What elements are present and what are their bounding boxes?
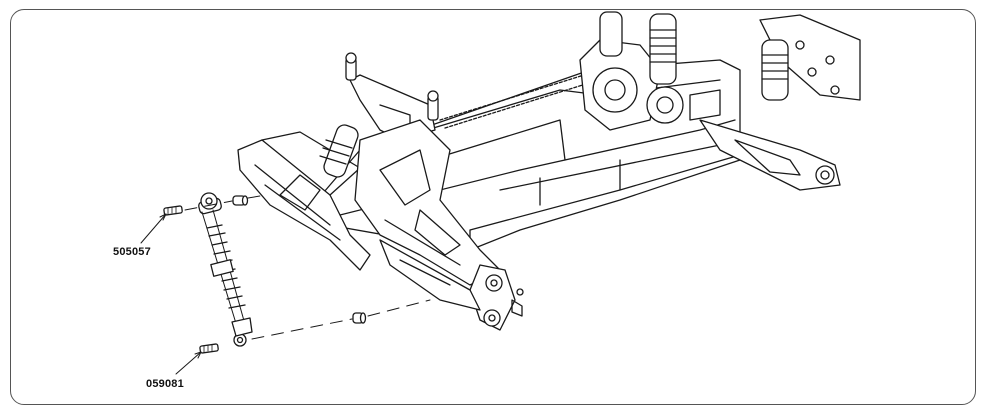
upper-bushing [232,195,249,206]
rear-shocks [599,11,789,101]
lower-front-arm [379,239,481,311]
upper-mount-screw [163,205,183,216]
lower-bushing [352,312,367,324]
assembly-guide-lines [184,195,431,340]
callout-leaders [140,213,202,375]
exploded-shock-absorber [198,192,253,347]
part-number-label: 059081 [146,378,184,390]
part-number-label: 505057 [113,246,151,258]
front-bumper [237,131,371,271]
lower-mount-screw [199,343,219,354]
transmission-assembly [579,39,721,131]
rear-suspension-arm [699,119,841,191]
front-hub-carrier [469,264,524,331]
chassis-rail [439,69,606,129]
front-shock-mounted [319,124,359,178]
front-suspension-arm [354,119,501,286]
